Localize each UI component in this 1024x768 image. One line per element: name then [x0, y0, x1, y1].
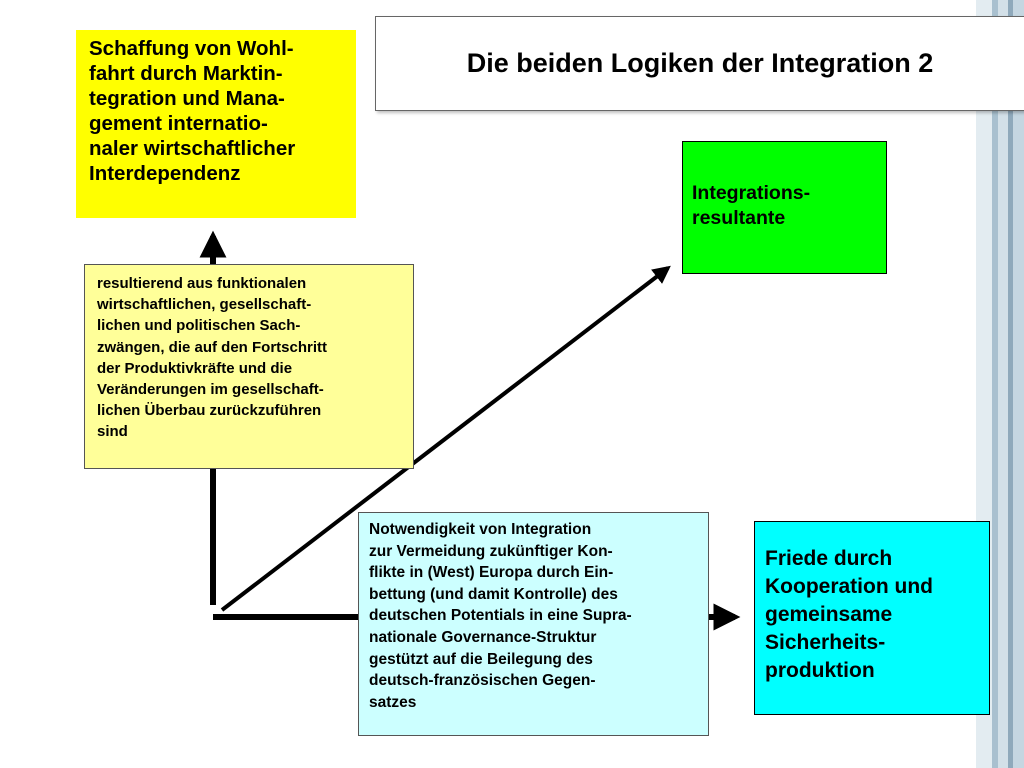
- necessity-line: Notwendigkeit von Integration: [369, 521, 592, 538]
- integration-resultant-box: Integrations- resultante: [682, 141, 887, 274]
- welfare-line: tegration und Mana-: [89, 87, 285, 110]
- necessity-line: nationale Governance-Struktur: [369, 628, 597, 646]
- functional-line: Veränderungen im gesellschaft-: [97, 381, 324, 399]
- functional-line: lichen Überbau zurückzuführen: [97, 402, 322, 420]
- necessity-line: gestützt auf die Beilegung des: [369, 650, 593, 668]
- resultant-line: Integrations-: [692, 182, 811, 204]
- necessity-line: deutschen Potentials in eine Supra-: [369, 607, 632, 625]
- necessity-of-integration-box: Notwendigkeit von Integration zur Vermei…: [358, 512, 709, 736]
- functional-line: der Produktivkräfte und die: [97, 359, 293, 377]
- peace-line: Sicherheits-: [765, 631, 886, 654]
- slide-title-text: Die beiden Logiken der Integration 2: [466, 48, 934, 78]
- functional-line: zwängen, die auf den Fortschritt: [97, 338, 328, 356]
- welfare-line: naler wirtschaftlicher: [89, 137, 296, 160]
- functional-line: resultierend aus funktionalen: [97, 275, 307, 292]
- functional-line: lichen und politischen Sach-: [97, 317, 301, 335]
- peace-line: produktion: [765, 659, 875, 682]
- diagonal-arrow: [220, 265, 671, 612]
- peace-line: gemeinsame: [765, 603, 893, 626]
- peace-cooperation-box: Friede durch Kooperation und gemeinsame …: [754, 521, 990, 715]
- welfare-line: Interdependenz: [89, 162, 241, 185]
- peace-line: Kooperation und: [765, 575, 933, 598]
- peace-line: Friede durch: [765, 547, 893, 570]
- necessity-line: flikte in (West) Europa durch Ein-: [369, 564, 614, 582]
- slide-title: Die beiden Logiken der Integration 2: [375, 16, 1024, 111]
- welfare-line: Schaffung von Wohl-: [89, 37, 294, 60]
- functional-constraints-box: resultierend aus funktionalen wirtschaft…: [84, 264, 414, 469]
- resultant-line: resultante: [692, 207, 786, 229]
- welfare-line: fahrt durch Marktin-: [89, 62, 283, 85]
- necessity-line: deutsch-französischen Gegen-: [369, 672, 596, 690]
- welfare-line: gement internatio-: [89, 112, 268, 135]
- necessity-line: satzes: [369, 693, 417, 711]
- necessity-line: bettung (und damit Kontrolle) des: [369, 585, 618, 603]
- necessity-line: zur Vermeidung zukünftiger Kon-: [369, 542, 613, 560]
- functional-line: wirtschaftlichen, gesellschaft-: [97, 296, 312, 314]
- functional-line: sind: [97, 423, 128, 441]
- welfare-box: Schaffung von Wohl- fahrt durch Marktin-…: [76, 30, 356, 218]
